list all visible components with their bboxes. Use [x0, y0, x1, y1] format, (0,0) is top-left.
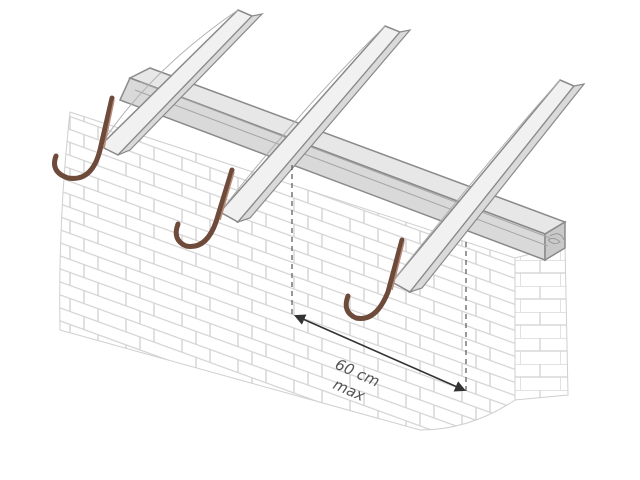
rafter-3	[390, 79, 586, 294]
gutter-bracket-1	[52, 95, 115, 181]
spacing-dimension-arrow	[293, 314, 467, 392]
beam-end	[544, 220, 566, 262]
beam-end-grain	[547, 233, 565, 245]
rafter-2	[218, 25, 412, 224]
brick-wall-side	[514, 244, 569, 401]
gutter-bracket-2	[173, 167, 235, 249]
rafter-1	[98, 9, 264, 156]
